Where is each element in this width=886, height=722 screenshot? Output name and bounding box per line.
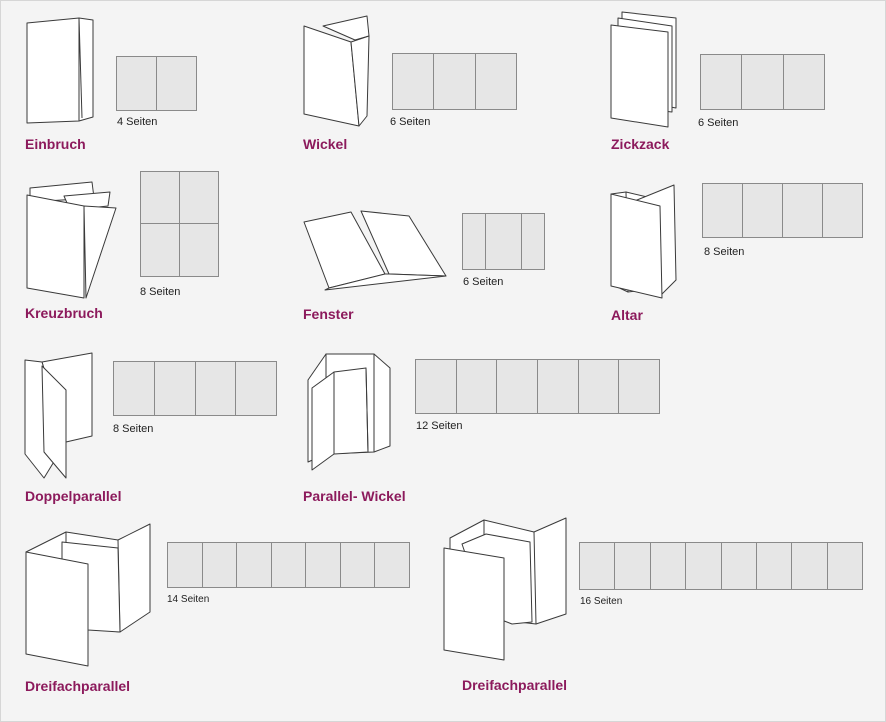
zickzack-fold-drawing	[610, 11, 677, 128]
dreifachparallel-14-pages-label: 14 Seiten	[167, 594, 210, 605]
page-panel	[619, 360, 659, 413]
wickel-title: Wickel	[303, 136, 348, 152]
page-panel	[792, 543, 828, 589]
page-panel	[375, 543, 409, 587]
page-panel	[141, 224, 180, 276]
kreuzbruch-fold-drawing	[26, 181, 117, 299]
parallel-wickel-fold-drawing	[307, 353, 391, 471]
dreifachparallel-14-panel-layout	[167, 542, 410, 588]
dreifachparallel-16-pages-label: 16 Seiten	[580, 596, 623, 607]
page-panel	[784, 55, 824, 109]
einbruch-title: Einbruch	[25, 136, 86, 152]
page-panel	[117, 57, 157, 110]
page-panel	[416, 360, 457, 413]
page-panel	[828, 543, 862, 589]
dreifachparallel-16-fold-drawing	[443, 517, 567, 661]
wickel-fold-drawing	[303, 15, 370, 127]
altar-title: Altar	[611, 307, 643, 323]
page-panel	[203, 543, 238, 587]
page-panel	[179, 172, 218, 224]
kreuzbruch-title: Kreuzbruch	[25, 305, 103, 321]
page-panel	[476, 54, 516, 109]
page-panel	[341, 543, 376, 587]
kreuzbruch-panel-layout	[140, 171, 219, 277]
page-panel	[155, 362, 196, 415]
page-panel	[615, 543, 651, 589]
page-panel	[579, 360, 620, 413]
page-panel	[168, 543, 203, 587]
doppelparallel-title: Doppelparallel	[25, 488, 122, 504]
page-panel	[703, 184, 743, 237]
page-panel	[742, 55, 784, 109]
page-panel	[236, 362, 276, 415]
parallel-wickel-pages-label: 12 Seiten	[416, 420, 463, 432]
page-panel	[783, 184, 823, 237]
dreifachparallel-16-panel-layout	[579, 542, 863, 590]
altar-pages-label: 8 Seiten	[704, 246, 745, 258]
page-panel	[823, 184, 862, 237]
page-panel	[457, 360, 498, 413]
page-panel	[306, 543, 341, 587]
doppelparallel-panel-layout	[113, 361, 277, 416]
page-panel	[522, 214, 544, 269]
page-panel	[538, 360, 579, 413]
doppelparallel-pages-label: 8 Seiten	[113, 423, 154, 435]
page-panel	[180, 224, 219, 276]
page-panel	[580, 543, 616, 589]
parallel-wickel-title: Parallel- Wickel	[303, 488, 406, 504]
zickzack-panel-layout	[700, 54, 825, 110]
page-panel	[486, 214, 523, 269]
zickzack-title: Zickzack	[611, 136, 670, 152]
zickzack-pages-label: 6 Seiten	[698, 117, 739, 129]
einbruch-pages-label: 4 Seiten	[117, 116, 158, 128]
page-panel	[722, 543, 757, 589]
fenster-title: Fenster	[303, 306, 354, 322]
einbruch-fold-drawing	[26, 17, 94, 124]
page-panel	[272, 543, 307, 587]
page-panel	[196, 362, 237, 415]
page-panel	[157, 57, 196, 110]
wickel-pages-label: 6 Seiten	[390, 116, 431, 128]
page-panel	[141, 172, 180, 224]
page-panel	[393, 54, 435, 109]
page-panel	[743, 184, 783, 237]
dreifachparallel-14-title: Dreifachparallel	[25, 678, 131, 694]
altar-panel-layout	[702, 183, 863, 238]
dreifachparallel-14-fold-drawing	[25, 523, 151, 667]
dreifachparallel-16-title: Dreifachparallel	[462, 677, 568, 693]
fenster-panel-layout	[462, 213, 545, 270]
wickel-panel-layout	[392, 53, 517, 110]
page-panel	[757, 543, 793, 589]
page-panel	[686, 543, 722, 589]
page-panel	[651, 543, 687, 589]
fenster-pages-label: 6 Seiten	[463, 276, 504, 288]
page-panel	[434, 54, 476, 109]
page-panel	[237, 543, 272, 587]
kreuzbruch-pages-label: 8 Seiten	[140, 286, 181, 298]
page-panel	[114, 362, 155, 415]
page-panel	[497, 360, 539, 413]
doppelparallel-fold-drawing	[24, 352, 93, 479]
page-panel	[701, 55, 743, 109]
parallel-wickel-panel-layout	[415, 359, 660, 414]
einbruch-panel-layout	[116, 56, 197, 111]
fenster-fold-drawing	[303, 210, 447, 291]
page-panel	[463, 214, 486, 269]
altar-fold-drawing	[610, 184, 677, 299]
